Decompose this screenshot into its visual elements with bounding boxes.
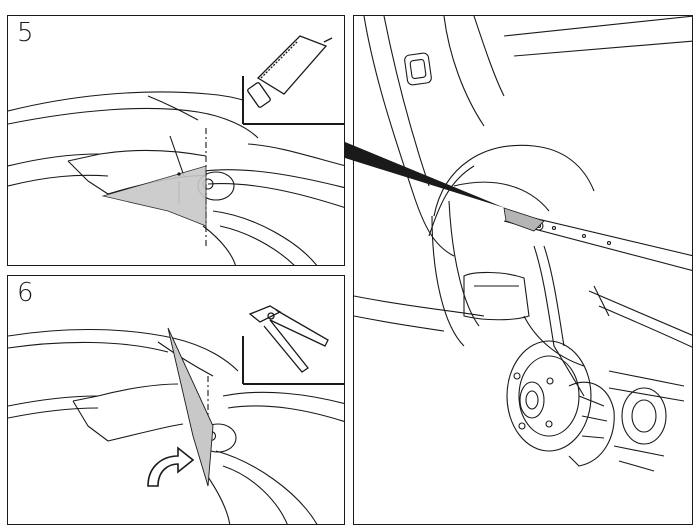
step-5-panel: 5 [7, 15, 345, 266]
step-6-panel: 6 [7, 275, 345, 525]
step-5-illustration [8, 26, 344, 265]
step-5-number: 5 [17, 18, 34, 48]
step-6-illustration [8, 286, 344, 524]
overview-illustration [354, 16, 692, 472]
step-6-number: 6 [17, 278, 34, 308]
pliers-icon [242, 286, 344, 385]
rotate-arrow-icon [147, 446, 195, 487]
hacksaw-icon [242, 26, 344, 125]
overview-panel [353, 15, 693, 525]
